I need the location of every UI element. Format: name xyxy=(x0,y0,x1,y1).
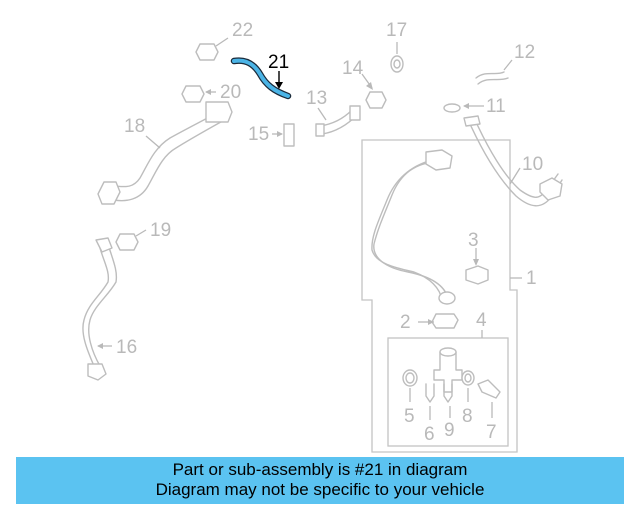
part-15-bracket[interactable] xyxy=(272,123,295,147)
callout-3: 3 xyxy=(468,230,479,251)
part-9-clip[interactable] xyxy=(443,383,453,418)
part-8-oring[interactable] xyxy=(461,370,475,402)
callout-21: 21 xyxy=(268,52,289,73)
group-4-frame xyxy=(387,337,509,447)
callout-11: 11 xyxy=(486,96,506,117)
callout-6: 6 xyxy=(424,424,435,445)
callout-14: 14 xyxy=(342,58,364,79)
callout-17: 17 xyxy=(386,20,407,41)
callout-15: 15 xyxy=(248,124,269,145)
callout-9: 9 xyxy=(444,420,455,441)
callout-2: 2 xyxy=(400,312,411,333)
callout-18: 18 xyxy=(124,116,145,137)
part-19-clamp[interactable] xyxy=(115,229,147,251)
callout-12: 12 xyxy=(514,42,535,63)
part-4-fitting[interactable] xyxy=(433,347,463,393)
callout-20: 20 xyxy=(220,82,241,103)
banner-line-2: Diagram may not be specific to your vehi… xyxy=(155,480,485,499)
part-20-clamp[interactable] xyxy=(181,85,216,103)
part-1-hose[interactable] xyxy=(371,149,456,305)
part-7-sensor[interactable] xyxy=(477,379,501,418)
callout-7: 7 xyxy=(486,422,497,443)
part-3-clamp[interactable] xyxy=(465,248,489,285)
callout-16: 16 xyxy=(116,337,137,358)
callout-13: 13 xyxy=(306,88,327,109)
part-11-oring[interactable] xyxy=(443,103,484,113)
part-18-hose[interactable] xyxy=(97,101,233,205)
callout-5: 5 xyxy=(404,406,415,427)
info-banner: Part or sub-assembly is #21 in diagram D… xyxy=(16,457,624,504)
callout-22: 22 xyxy=(232,20,253,41)
callout-19: 19 xyxy=(150,220,171,241)
part-2-clamp[interactable] xyxy=(418,313,459,329)
part-16-pipe[interactable] xyxy=(82,237,118,381)
part-13-hose[interactable] xyxy=(315,105,361,137)
part-10-pipe[interactable] xyxy=(463,115,563,207)
part-5-oring[interactable] xyxy=(402,369,418,402)
part-17-oring[interactable] xyxy=(390,42,404,73)
part-14-clamp[interactable] xyxy=(361,73,387,109)
callout-1: 1 xyxy=(526,268,537,289)
part-21-hose-highlighted[interactable] xyxy=(230,57,292,100)
callout-4: 4 xyxy=(476,310,487,331)
part-6-clip[interactable] xyxy=(425,383,435,420)
part-22-clamp[interactable] xyxy=(195,37,229,61)
banner-line-1: Part or sub-assembly is #21 in diagram xyxy=(172,460,468,479)
callout-8: 8 xyxy=(462,406,473,427)
part-12-hose[interactable] xyxy=(475,59,513,85)
callout-10: 10 xyxy=(522,154,543,175)
